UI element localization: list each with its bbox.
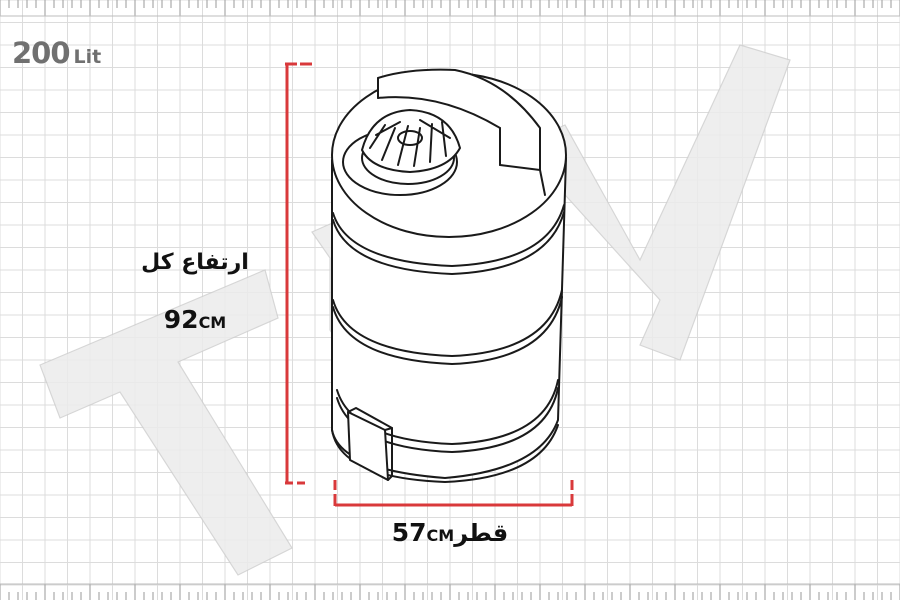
top-ruler xyxy=(0,0,900,17)
capacity-value: 200 xyxy=(12,36,71,70)
diameter-unit: CM xyxy=(426,526,455,545)
diameter-value: 57 xyxy=(391,518,427,547)
diameter-dimension-line xyxy=(333,480,574,507)
water-tank xyxy=(331,68,567,483)
height-dimension-line xyxy=(285,62,312,485)
diameter-measurement: 57CMقطر xyxy=(380,518,520,547)
capacity-unit: Lit xyxy=(73,46,102,68)
height-measurement: 92CM xyxy=(140,305,250,334)
height-value: 92 xyxy=(163,305,199,334)
height-label: ارتفاع کل xyxy=(141,250,249,275)
height-unit: CM xyxy=(198,313,227,332)
bottom-ruler xyxy=(0,583,900,600)
diameter-label: قطر xyxy=(454,519,509,547)
